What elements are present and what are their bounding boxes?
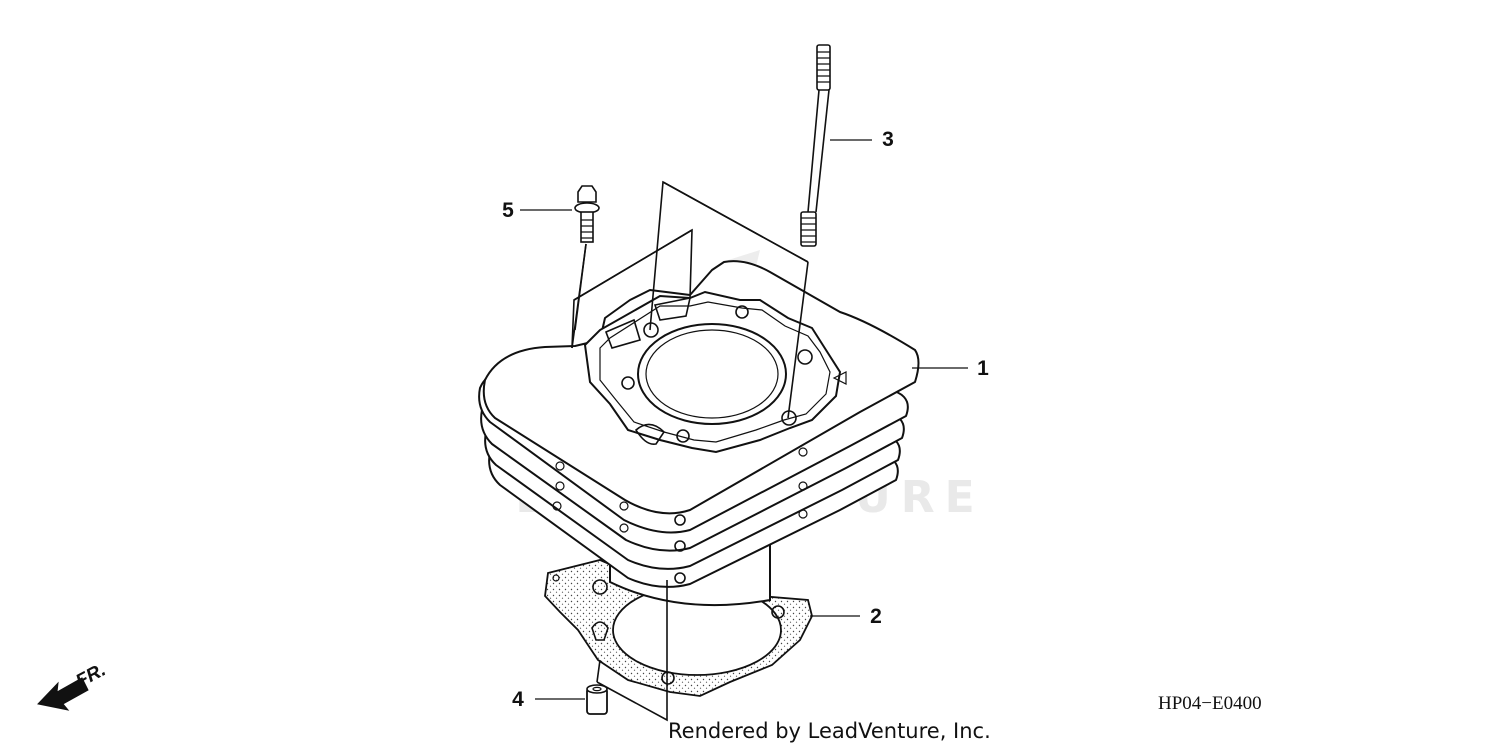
stud-bolt	[800, 44, 831, 247]
cylinder	[478, 260, 920, 607]
footer-credit: Rendered by LeadVenture, Inc.	[668, 719, 991, 743]
callout-5: 5	[502, 199, 514, 222]
callout-3: 3	[882, 128, 894, 151]
dowel-pin	[586, 684, 608, 715]
callout-1: 1	[977, 357, 989, 380]
diagram-code: HP04−E0400	[1158, 693, 1262, 714]
flange-bolt	[574, 185, 600, 243]
base-gasket	[544, 559, 813, 697]
leader-lines	[520, 139, 968, 722]
front-direction-arrow: FR.	[37, 660, 109, 711]
callout-4: 4	[512, 688, 524, 711]
callout-2: 2	[870, 605, 882, 628]
